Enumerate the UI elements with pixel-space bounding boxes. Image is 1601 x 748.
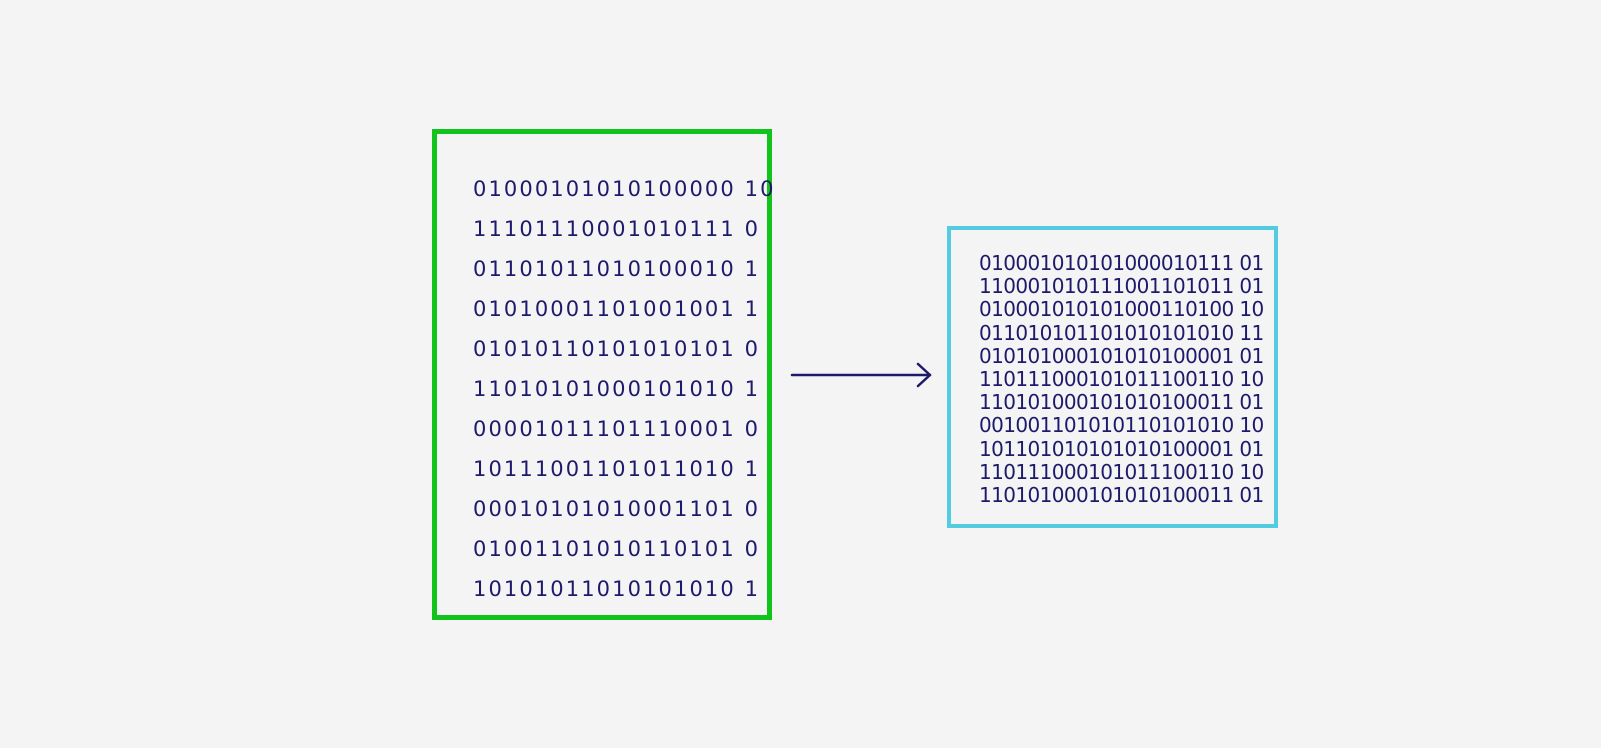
target-line-5: 010101000101010100001 01 xyxy=(979,343,1264,368)
arrow-right-icon xyxy=(790,362,932,388)
target-line-8: 001001101010110101010 10 xyxy=(979,413,1264,438)
target-line-10: 110111000101011100110 10 xyxy=(979,459,1264,484)
source-line-9: 00010101010001101 0 xyxy=(473,497,761,521)
target-binary-block: 010001010101000010111 01 110001010111001… xyxy=(947,226,1278,528)
source-line-7: 00001011101110001 0 xyxy=(473,417,761,441)
source-line-4: 01010001101001001 1 xyxy=(473,297,761,321)
target-line-6: 110111000101011100110 10 xyxy=(979,367,1264,392)
target-line-7: 110101000101010100011 01 xyxy=(979,390,1264,415)
target-line-4: 011010101101010101010 11 xyxy=(979,320,1264,345)
target-line-9: 101101010101010100001 01 xyxy=(979,436,1264,461)
source-line-1: 01000101010100000 10 xyxy=(473,177,776,201)
source-line-8: 10111001101011010 1 xyxy=(473,457,761,481)
source-line-6: 11010101000101010 1 xyxy=(473,377,761,401)
source-line-3: 01101011010100010 1 xyxy=(473,257,761,281)
source-line-5: 01010110101010101 0 xyxy=(473,337,761,361)
source-line-2: 11101110001010111 0 xyxy=(473,217,761,241)
target-line-2: 110001010111001101011 01 xyxy=(979,274,1264,299)
target-line-3: 010001010101000110100 10 xyxy=(979,297,1264,322)
source-binary-block: 01000101010100000 10 11101110001010111 0… xyxy=(432,129,776,620)
source-line-11: 10101011010101010 1 xyxy=(473,577,761,601)
target-line-1: 010001010101000010111 01 xyxy=(979,251,1264,275)
target-line-11: 110101000101010100011 01 xyxy=(979,483,1264,508)
source-line-10: 01001101010110101 0 xyxy=(473,537,761,561)
